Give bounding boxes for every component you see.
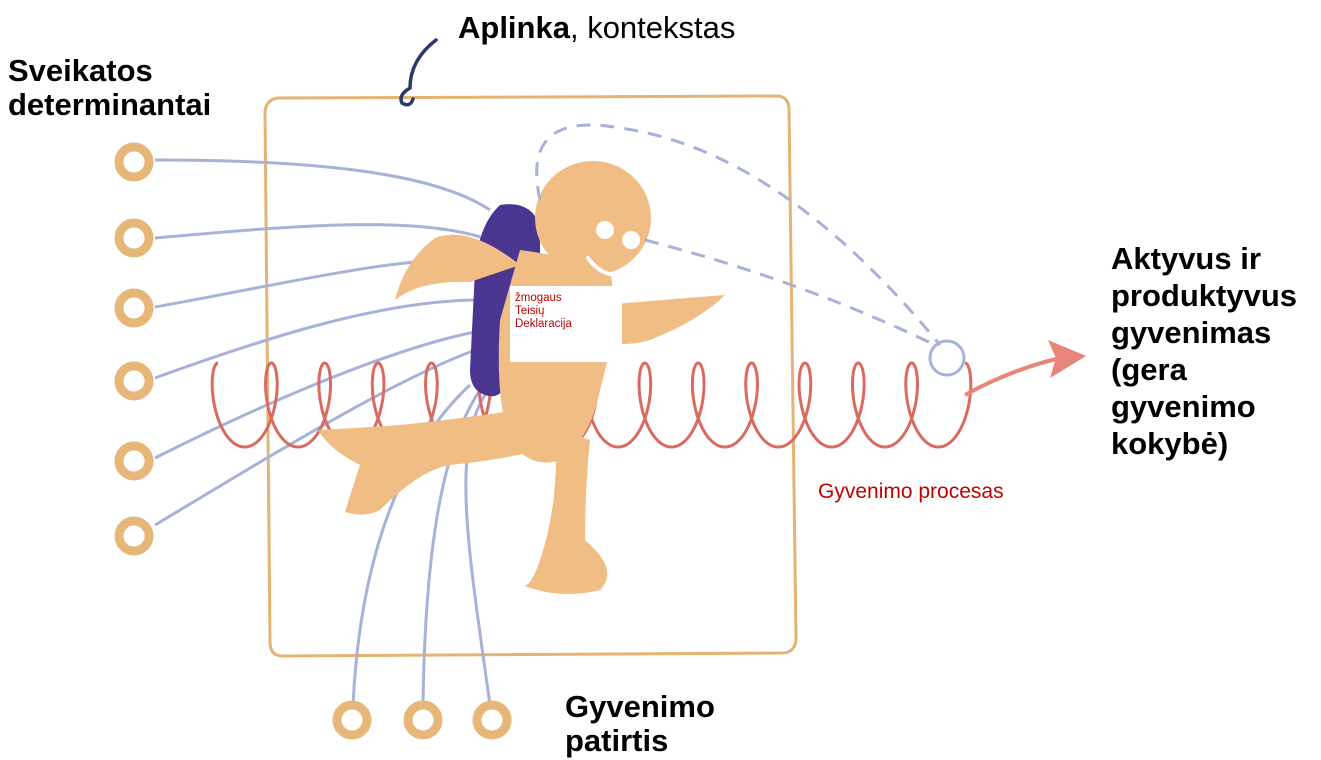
outcome-line: gyvenimas xyxy=(1111,314,1297,351)
experience-circles xyxy=(337,705,507,735)
outcome-line: gyvenimo xyxy=(1111,388,1297,425)
life-experience-line: patirtis xyxy=(565,724,715,758)
life-experience-label: Gyvenimo patirtis xyxy=(565,690,715,758)
determinant-circle xyxy=(119,446,149,476)
life-process-label: Gyvenimo procesas xyxy=(818,480,1004,504)
experience-circle xyxy=(408,705,438,735)
experience-circle xyxy=(477,705,507,735)
declaration-badge: žmogaus Teisių Deklaracija xyxy=(510,286,622,362)
badge-line: Deklaracija xyxy=(510,318,622,331)
person-eye xyxy=(622,231,640,249)
badge-line: Teisių xyxy=(510,305,622,318)
determinant-circle xyxy=(119,366,149,396)
outcome-line: produktyvus xyxy=(1111,277,1297,314)
determinant-circle xyxy=(119,223,149,253)
determinants-line: Sveikatos xyxy=(8,54,211,88)
determinants-line: determinantai xyxy=(8,88,211,122)
person-leg-left xyxy=(318,410,540,515)
outcome-line: kokybė) xyxy=(1111,425,1297,462)
determinant-circle xyxy=(119,147,149,177)
outcome-line: Aktyvus ir xyxy=(1111,240,1297,277)
life-process-arrow xyxy=(965,358,1060,395)
person-eye xyxy=(596,221,614,239)
outcome-label: Aktyvus ir produktyvus gyvenimas (gera g… xyxy=(1111,240,1297,462)
experience-circle xyxy=(337,705,367,735)
determinant-lines xyxy=(155,160,490,525)
environment-hook xyxy=(401,40,436,105)
determinant-circle xyxy=(119,293,149,323)
determinant-circle xyxy=(119,521,149,551)
determinant-circles xyxy=(119,147,149,551)
badge-line: žmogaus xyxy=(510,286,622,305)
environment-label: Aplinka, kontekstas xyxy=(458,10,735,46)
life-experience-line: Gyvenimo xyxy=(565,690,715,724)
environment-label-rest: , kontekstas xyxy=(570,10,735,45)
goal-circle xyxy=(930,341,964,375)
determinants-label: Sveikatos determinantai xyxy=(8,54,211,122)
outcome-line: (gera xyxy=(1111,351,1297,388)
environment-label-bold: Aplinka xyxy=(458,10,570,45)
